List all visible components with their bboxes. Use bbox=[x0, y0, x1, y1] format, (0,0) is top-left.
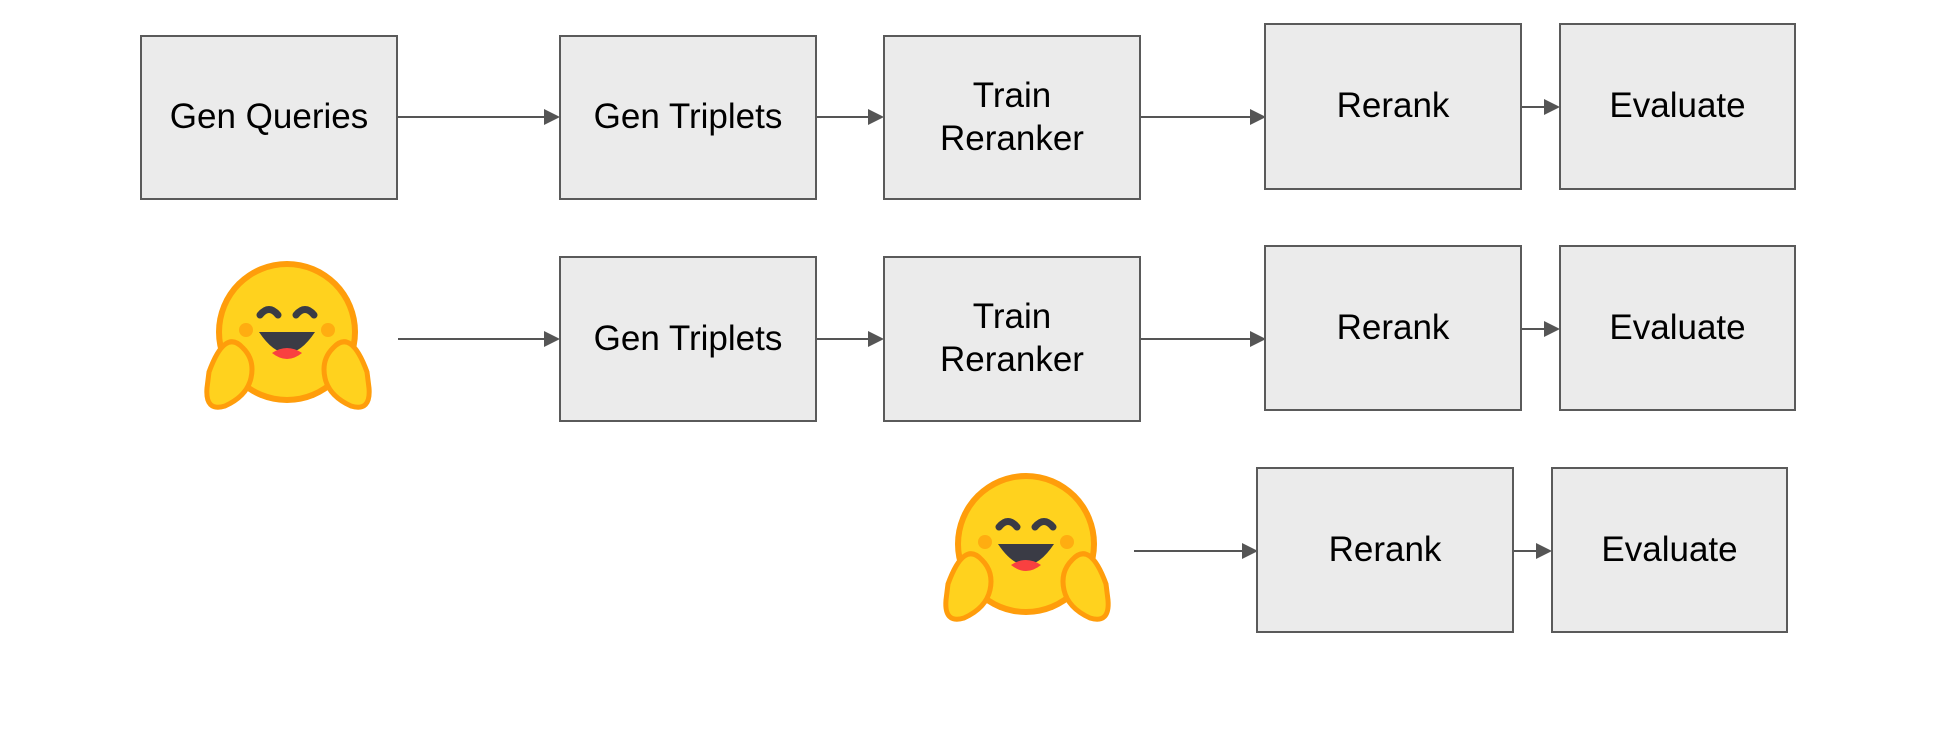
rerank-box: Rerank bbox=[1264, 23, 1522, 190]
arrow-rerank-to-evaluate bbox=[1522, 99, 1560, 115]
arrow-rerank-to-evaluate bbox=[1522, 321, 1560, 337]
evaluate-label: Evaluate bbox=[1601, 529, 1738, 569]
gen-queries-box: Gen Queries bbox=[140, 35, 398, 200]
train-reranker-label: Train Reranker bbox=[940, 297, 1084, 379]
gen-triplets-box: Gen Triplets bbox=[559, 35, 817, 200]
rerank-label: Rerank bbox=[1336, 307, 1450, 347]
arrow-triplets-to-train bbox=[817, 109, 884, 125]
gen-queries-label: Gen Queries bbox=[169, 97, 369, 137]
gen-triplets-label: Gen Triplets bbox=[593, 97, 783, 137]
arrow-emoji-to-rerank bbox=[1134, 543, 1258, 559]
evaluate-label: Evaluate bbox=[1609, 86, 1746, 126]
arrow-train-to-rerank bbox=[1141, 109, 1266, 125]
hugging-face-icon bbox=[943, 473, 1111, 622]
gen-triplets-label: Gen Triplets bbox=[593, 318, 783, 358]
evaluate-box: Evaluate bbox=[1551, 467, 1788, 633]
train-reranker-label: Train Reranker bbox=[940, 75, 1084, 158]
gen-triplets-box: Gen Triplets bbox=[559, 256, 817, 422]
arrow-rerank-to-evaluate bbox=[1514, 543, 1552, 559]
arrow-triplets-to-train bbox=[817, 331, 884, 347]
rerank-label: Rerank bbox=[1336, 86, 1450, 126]
arrow-queries-to-triplets bbox=[398, 109, 560, 125]
train-reranker-box: Train Reranker bbox=[883, 256, 1141, 422]
hugging-face-icon bbox=[204, 261, 372, 410]
evaluate-box: Evaluate bbox=[1559, 23, 1796, 190]
rerank-box: Rerank bbox=[1264, 245, 1522, 411]
rerank-box: Rerank bbox=[1256, 467, 1514, 633]
arrow-emoji-to-triplets bbox=[398, 331, 560, 347]
arrow-train-to-rerank bbox=[1141, 331, 1266, 347]
train-reranker-box: Train Reranker bbox=[883, 35, 1141, 200]
rerank-label: Rerank bbox=[1328, 529, 1442, 569]
evaluate-box: Evaluate bbox=[1559, 245, 1796, 411]
evaluate-label: Evaluate bbox=[1609, 307, 1746, 347]
